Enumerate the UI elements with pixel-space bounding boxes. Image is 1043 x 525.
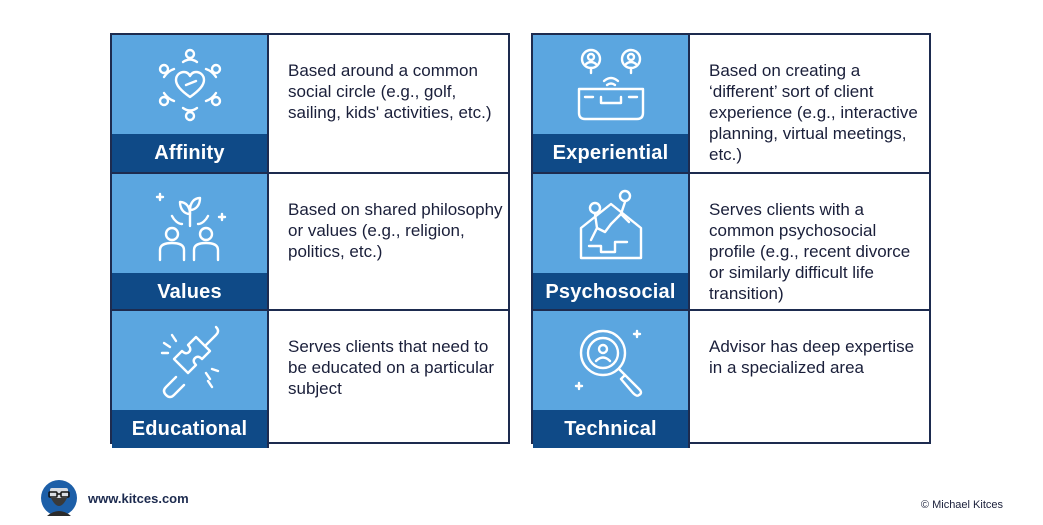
tile: Technical xyxy=(533,311,690,448)
card-description: Advisor has deep expertise in a speciali… xyxy=(709,337,915,377)
card-educational: Educational Serves clients that need to … xyxy=(112,309,508,448)
card-title: Educational xyxy=(112,410,267,448)
card-description: Based around a common social circle (e.g… xyxy=(288,61,492,122)
virtual-meeting-icon xyxy=(571,45,651,125)
card-psychosocial: Psychosocial Serves clients with a commo… xyxy=(533,172,929,311)
people-plant-icon xyxy=(150,184,230,264)
card-description: Serves clients with a common psychosocia… xyxy=(709,200,911,303)
card-experiential: Experiential Based on creating a ‘differ… xyxy=(533,35,929,172)
left-panel: Affinity Based around a common social ci… xyxy=(110,33,510,448)
tile: Educational xyxy=(112,311,269,448)
card-title: Psychosocial xyxy=(533,273,688,311)
tile: Values xyxy=(112,174,269,311)
card-technical: Technical Advisor has deep expertise in … xyxy=(533,309,929,448)
kitces-avatar-logo xyxy=(41,480,77,516)
card-values: Values Based on shared philosophy or val… xyxy=(112,172,508,311)
heart-circle-icon xyxy=(150,45,230,125)
card-title: Values xyxy=(112,273,267,311)
right-panel: Experiential Based on creating a ‘differ… xyxy=(531,33,931,448)
tile: Psychosocial xyxy=(533,174,690,311)
card-affinity: Affinity Based around a common social ci… xyxy=(112,35,508,172)
card-description: Based on shared philosophy or values (e.… xyxy=(288,200,503,261)
copyright-text: © Michael Kitces xyxy=(920,499,1003,511)
card-description: Based on creating a ‘different’ sort of … xyxy=(709,61,918,164)
tile: Affinity xyxy=(112,35,269,172)
climbing-help-icon xyxy=(571,184,651,264)
card-title: Affinity xyxy=(112,134,267,172)
card-title: Experiential xyxy=(533,134,688,172)
tile: Experiential xyxy=(533,35,690,172)
puzzle-chain-icon xyxy=(150,321,230,401)
card-title: Technical xyxy=(533,410,688,448)
card-description: Serves clients that need to be educated … xyxy=(288,337,495,398)
magnifier-person-icon xyxy=(571,321,651,401)
footer-url-link[interactable]: www.kitces.com xyxy=(88,491,189,506)
